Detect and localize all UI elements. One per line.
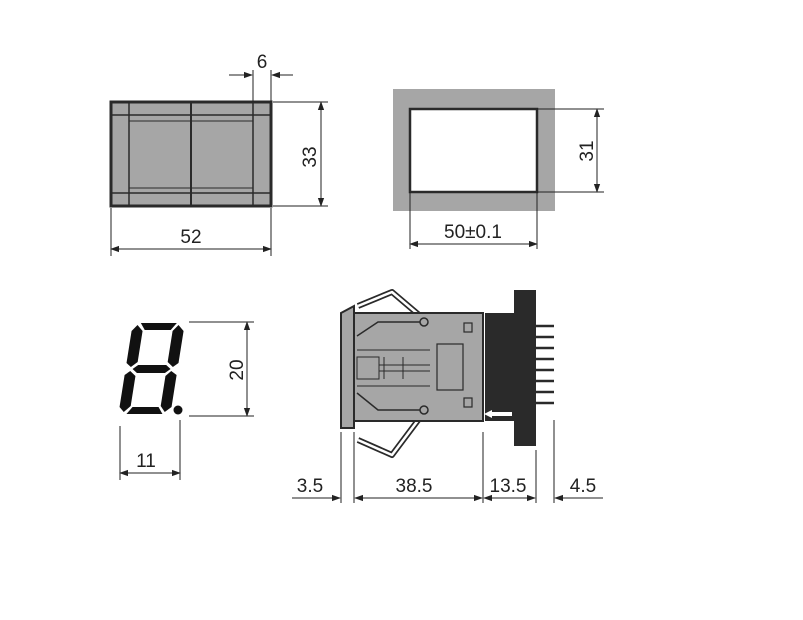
dim-38-5-label: 38.5 xyxy=(396,476,433,497)
panel-cutout: 50±0.1 31 xyxy=(393,89,604,249)
bezel-width-label: 6 xyxy=(257,52,268,73)
seven-segment-digit: 20 11 xyxy=(119,321,254,480)
dim-13-5-label: 13.5 xyxy=(490,476,527,497)
front-height-label: 33 xyxy=(300,146,321,167)
front-view: 52 33 6 xyxy=(109,52,328,256)
digit-height-label: 20 xyxy=(227,359,248,380)
cutout-height-label: 31 xyxy=(577,140,598,161)
side-housing xyxy=(353,312,484,422)
side-view: 3.5 38.5 13.5 4.5 xyxy=(292,289,603,503)
dim-4-5-label: 4.5 xyxy=(570,476,596,497)
digit-width-label: 11 xyxy=(136,451,156,472)
front-width-label: 52 xyxy=(180,227,201,248)
dim-3-5-label: 3.5 xyxy=(297,476,323,497)
cutout-opening xyxy=(408,107,539,194)
decimal-point xyxy=(173,405,183,415)
side-bezel xyxy=(340,304,355,429)
cutout-width-label: 50±0.1 xyxy=(444,222,502,243)
